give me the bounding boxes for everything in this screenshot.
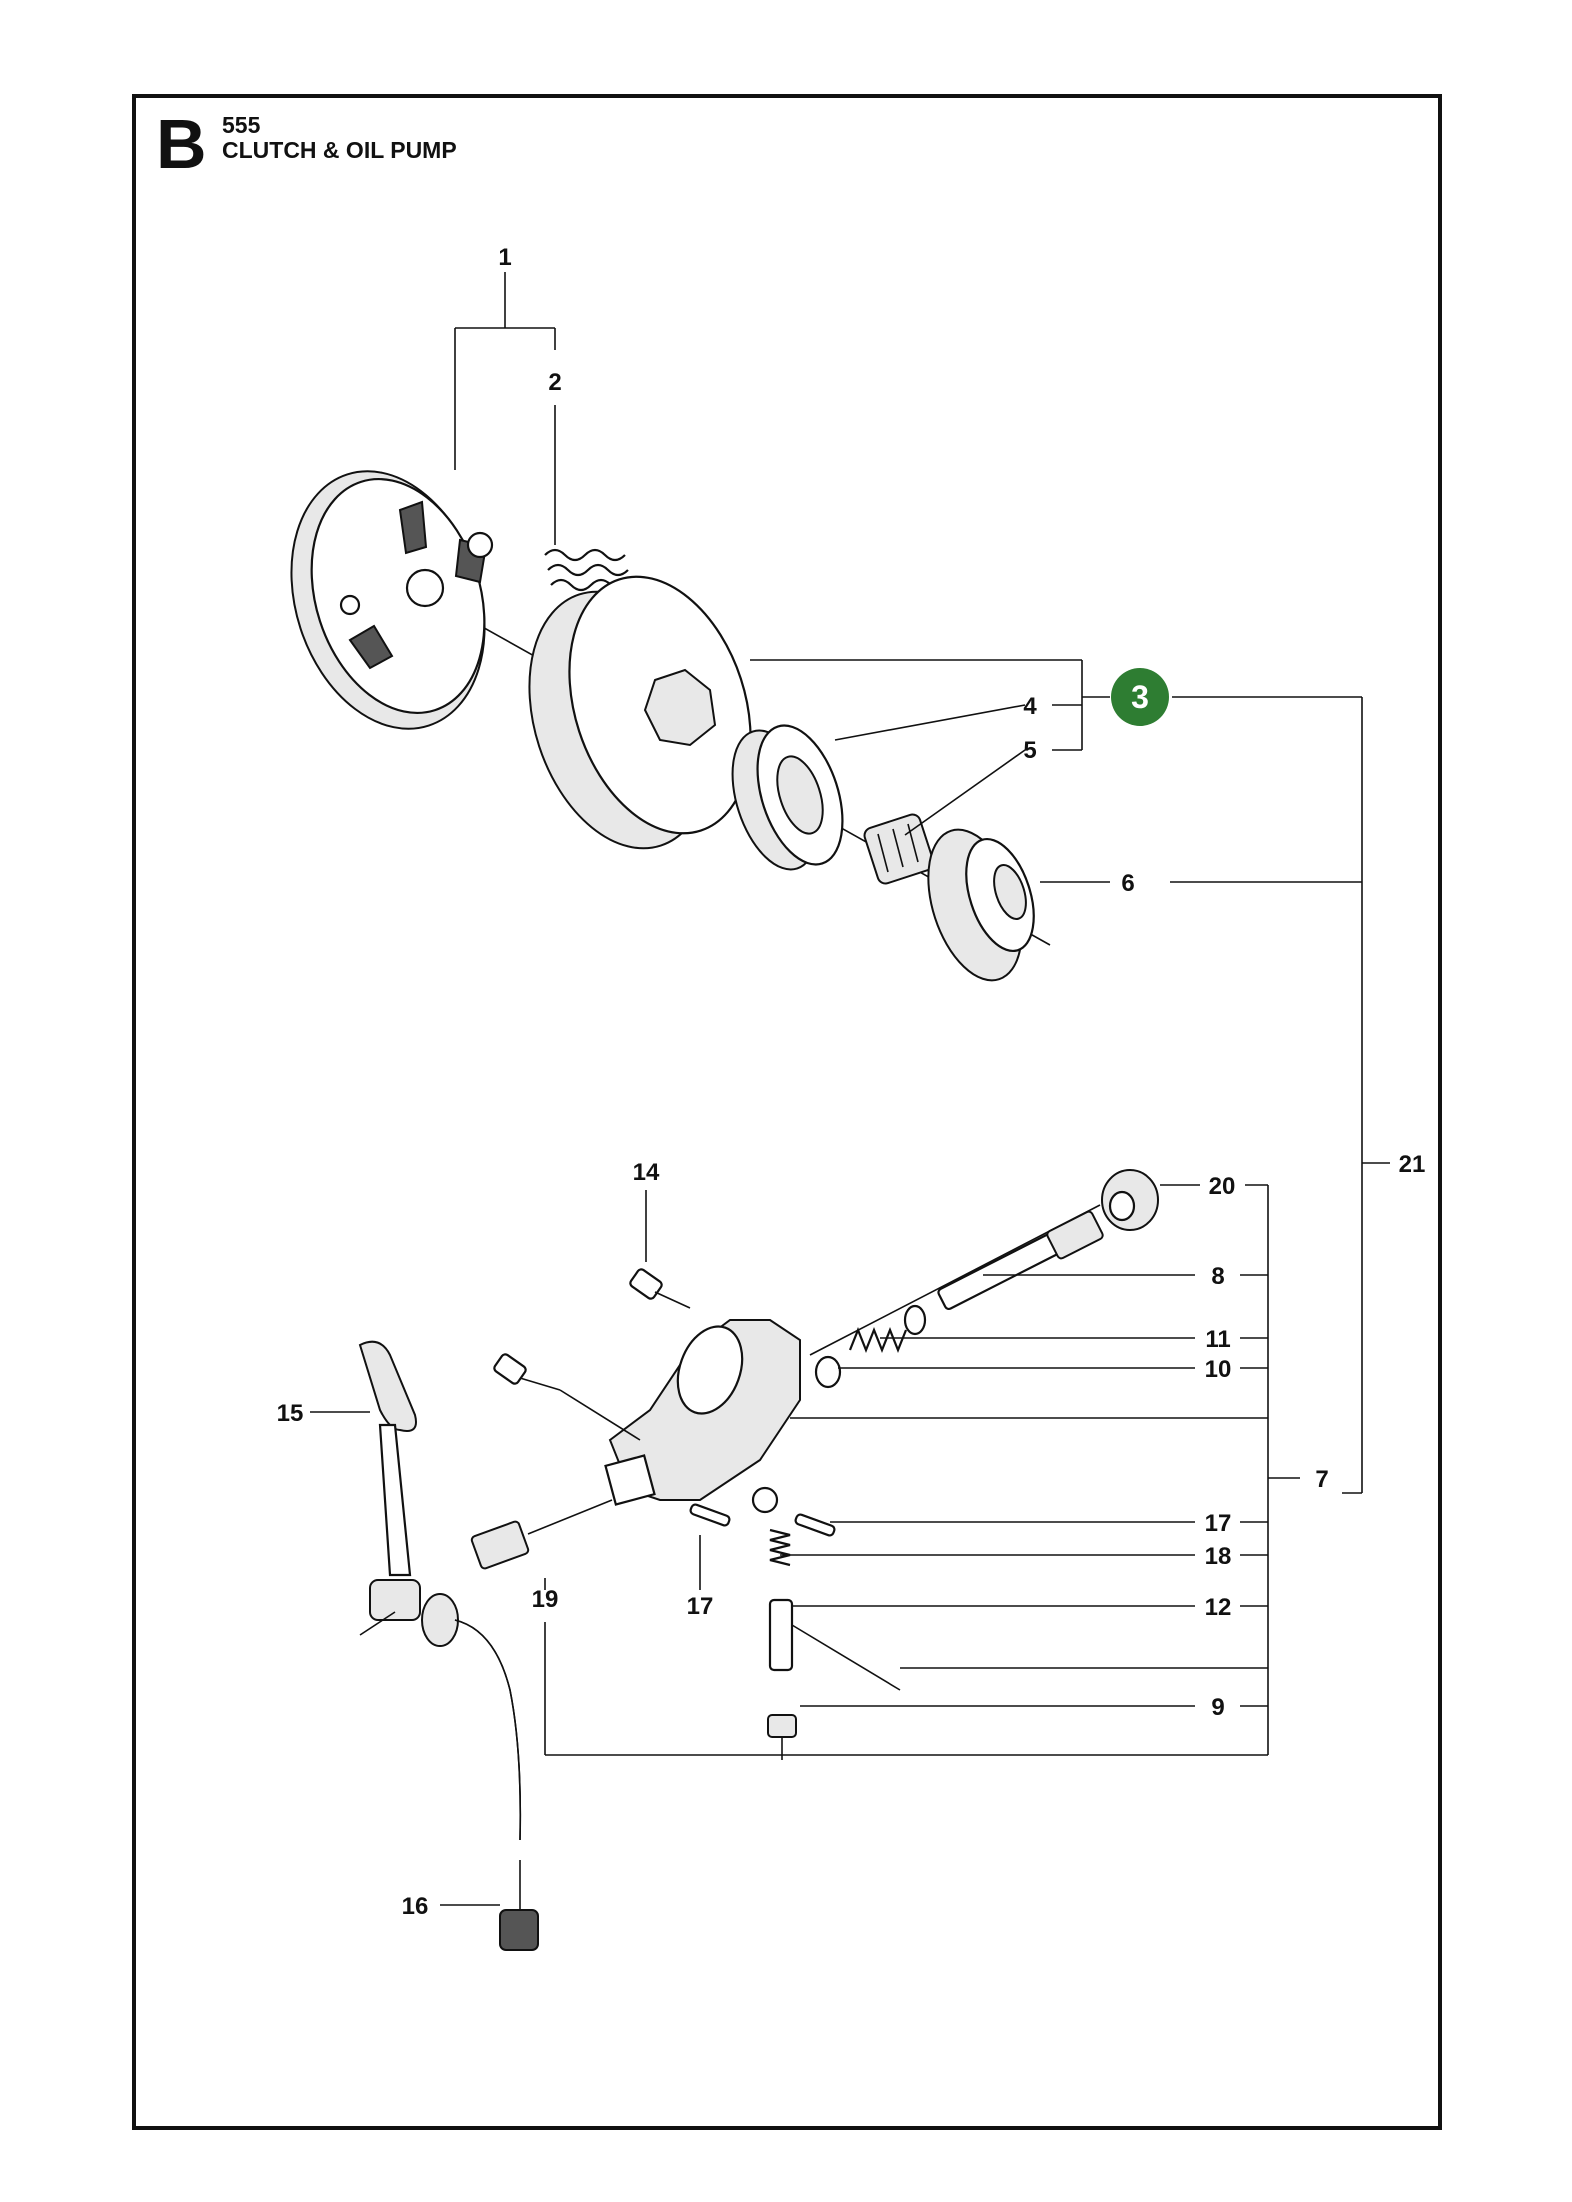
connector-part (470, 1520, 530, 1570)
pump-spring-part (814, 1304, 927, 1389)
label-16: 16 (402, 1893, 429, 1920)
label-17-left: 17 (687, 1593, 714, 1620)
model-number: 555 (222, 112, 261, 138)
clutch-assembly (290, 470, 1051, 982)
label-9: 9 (1211, 1694, 1224, 1721)
needle-bearing-part (863, 813, 935, 885)
piston-spring-part (769, 1528, 791, 1567)
section-title: CLUTCH & OIL PUMP (222, 137, 457, 163)
label-11: 11 (1205, 1326, 1230, 1353)
label-7: 7 (1315, 1466, 1328, 1493)
pin-part (689, 1503, 731, 1527)
label-14: 14 (633, 1159, 660, 1186)
label-12: 12 (1205, 1594, 1232, 1621)
label-10: 10 (1205, 1356, 1232, 1383)
label-18: 18 (1205, 1543, 1232, 1570)
clutch-drum-part (528, 575, 752, 850)
suction-pipe-part (358, 1340, 522, 1841)
oil-pump-assembly (358, 1169, 1159, 1951)
piston-part (768, 1598, 901, 1691)
section-letter: B (156, 105, 207, 183)
label-4: 4 (1023, 693, 1037, 720)
label-21: 21 (1399, 1151, 1426, 1178)
label-8: 8 (1211, 1263, 1224, 1290)
screw-part-2 (493, 1353, 641, 1441)
screw-part (629, 1268, 691, 1309)
clutch-part (290, 470, 494, 730)
callout-3-circle (1111, 668, 1169, 726)
page-border (132, 94, 1442, 2130)
pump-shaft-part (809, 1169, 1159, 1356)
label-17-right: 17 (1205, 1510, 1232, 1537)
plug-part (767, 1714, 797, 1738)
label-15: 15 (277, 1400, 304, 1427)
callout-3: 3 (1111, 668, 1169, 726)
rim-sprocket-part (731, 724, 844, 871)
washer-part (927, 828, 1035, 982)
label-1: 1 (498, 244, 511, 271)
callout-3-number: 3 (1131, 679, 1149, 715)
oil-pump-leaders (310, 1184, 1300, 1906)
label-20: 20 (1209, 1173, 1236, 1200)
pin-part-2 (794, 1513, 836, 1537)
label-5: 5 (1023, 737, 1036, 764)
strainer-part (499, 1860, 539, 1951)
label-6: 6 (1121, 870, 1134, 897)
label-19: 19 (532, 1586, 559, 1613)
clutch-leaders (454, 272, 1390, 1494)
label-2: 2 (548, 369, 561, 396)
